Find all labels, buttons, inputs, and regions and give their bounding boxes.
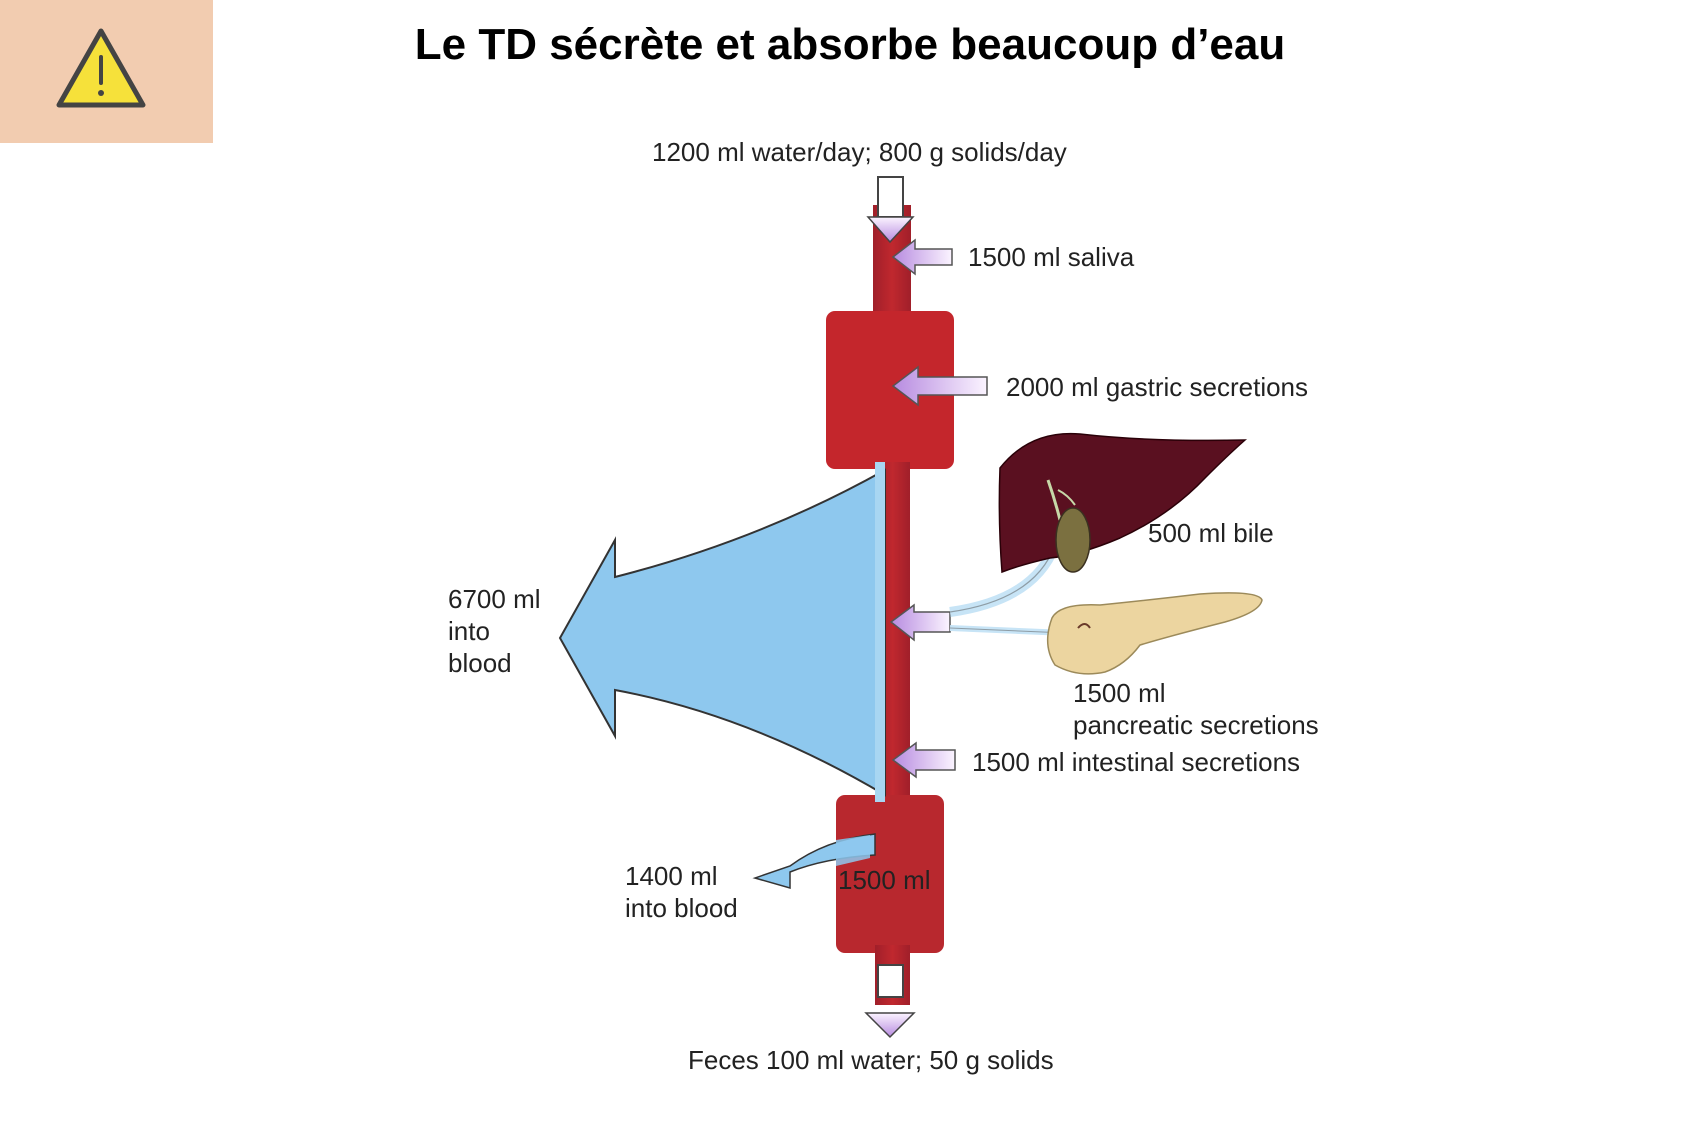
digestive-tract xyxy=(826,205,954,1005)
warning-banner xyxy=(0,0,213,143)
saliva-label: 1500 ml saliva xyxy=(968,242,1135,272)
bile-label: 500 ml bile xyxy=(1148,518,1274,548)
into-blood-large-line2: into xyxy=(448,616,490,646)
large-intestine xyxy=(836,795,944,953)
pancreatic-label-line2: pancreatic secretions xyxy=(1073,710,1319,740)
saliva-arrow xyxy=(891,238,953,276)
colon-content-label: 1500 ml xyxy=(838,865,931,895)
absorption-edge xyxy=(875,462,885,802)
gastric-arrow xyxy=(891,365,988,407)
feces-arrow xyxy=(864,964,916,1039)
into-blood-large-line3: blood xyxy=(448,648,512,678)
into-blood-small-line2: into blood xyxy=(625,893,738,923)
into-blood-large-amount: 6700 ml xyxy=(448,584,541,614)
intestinal-arrow xyxy=(891,741,956,779)
page-title: Le TD sécrète et absorbe beaucoup d’eau xyxy=(414,20,1286,69)
intake-arrow xyxy=(866,176,915,244)
intake-label: 1200 ml water/day; 800 g solids/day xyxy=(652,137,1067,167)
pancreas xyxy=(1046,592,1263,675)
pancreatic-label-line1: 1500 ml xyxy=(1073,678,1166,708)
liver xyxy=(998,432,1248,574)
stomach xyxy=(826,311,954,469)
gastric-label: 2000 ml gastric secretions xyxy=(1006,372,1309,402)
into-blood-small-amount: 1400 ml xyxy=(625,861,718,891)
pancreatic-bile-arrow xyxy=(889,603,951,642)
absorption-arrow-large xyxy=(558,468,886,797)
feces-label: Feces 100 ml water; 50 g solids xyxy=(688,1045,1054,1075)
colon-water-zone xyxy=(836,835,870,866)
warning-triangle-icon xyxy=(56,28,146,108)
gallbladder xyxy=(1055,507,1091,573)
intestinal-label: 1500 ml intestinal secretions xyxy=(972,747,1301,777)
